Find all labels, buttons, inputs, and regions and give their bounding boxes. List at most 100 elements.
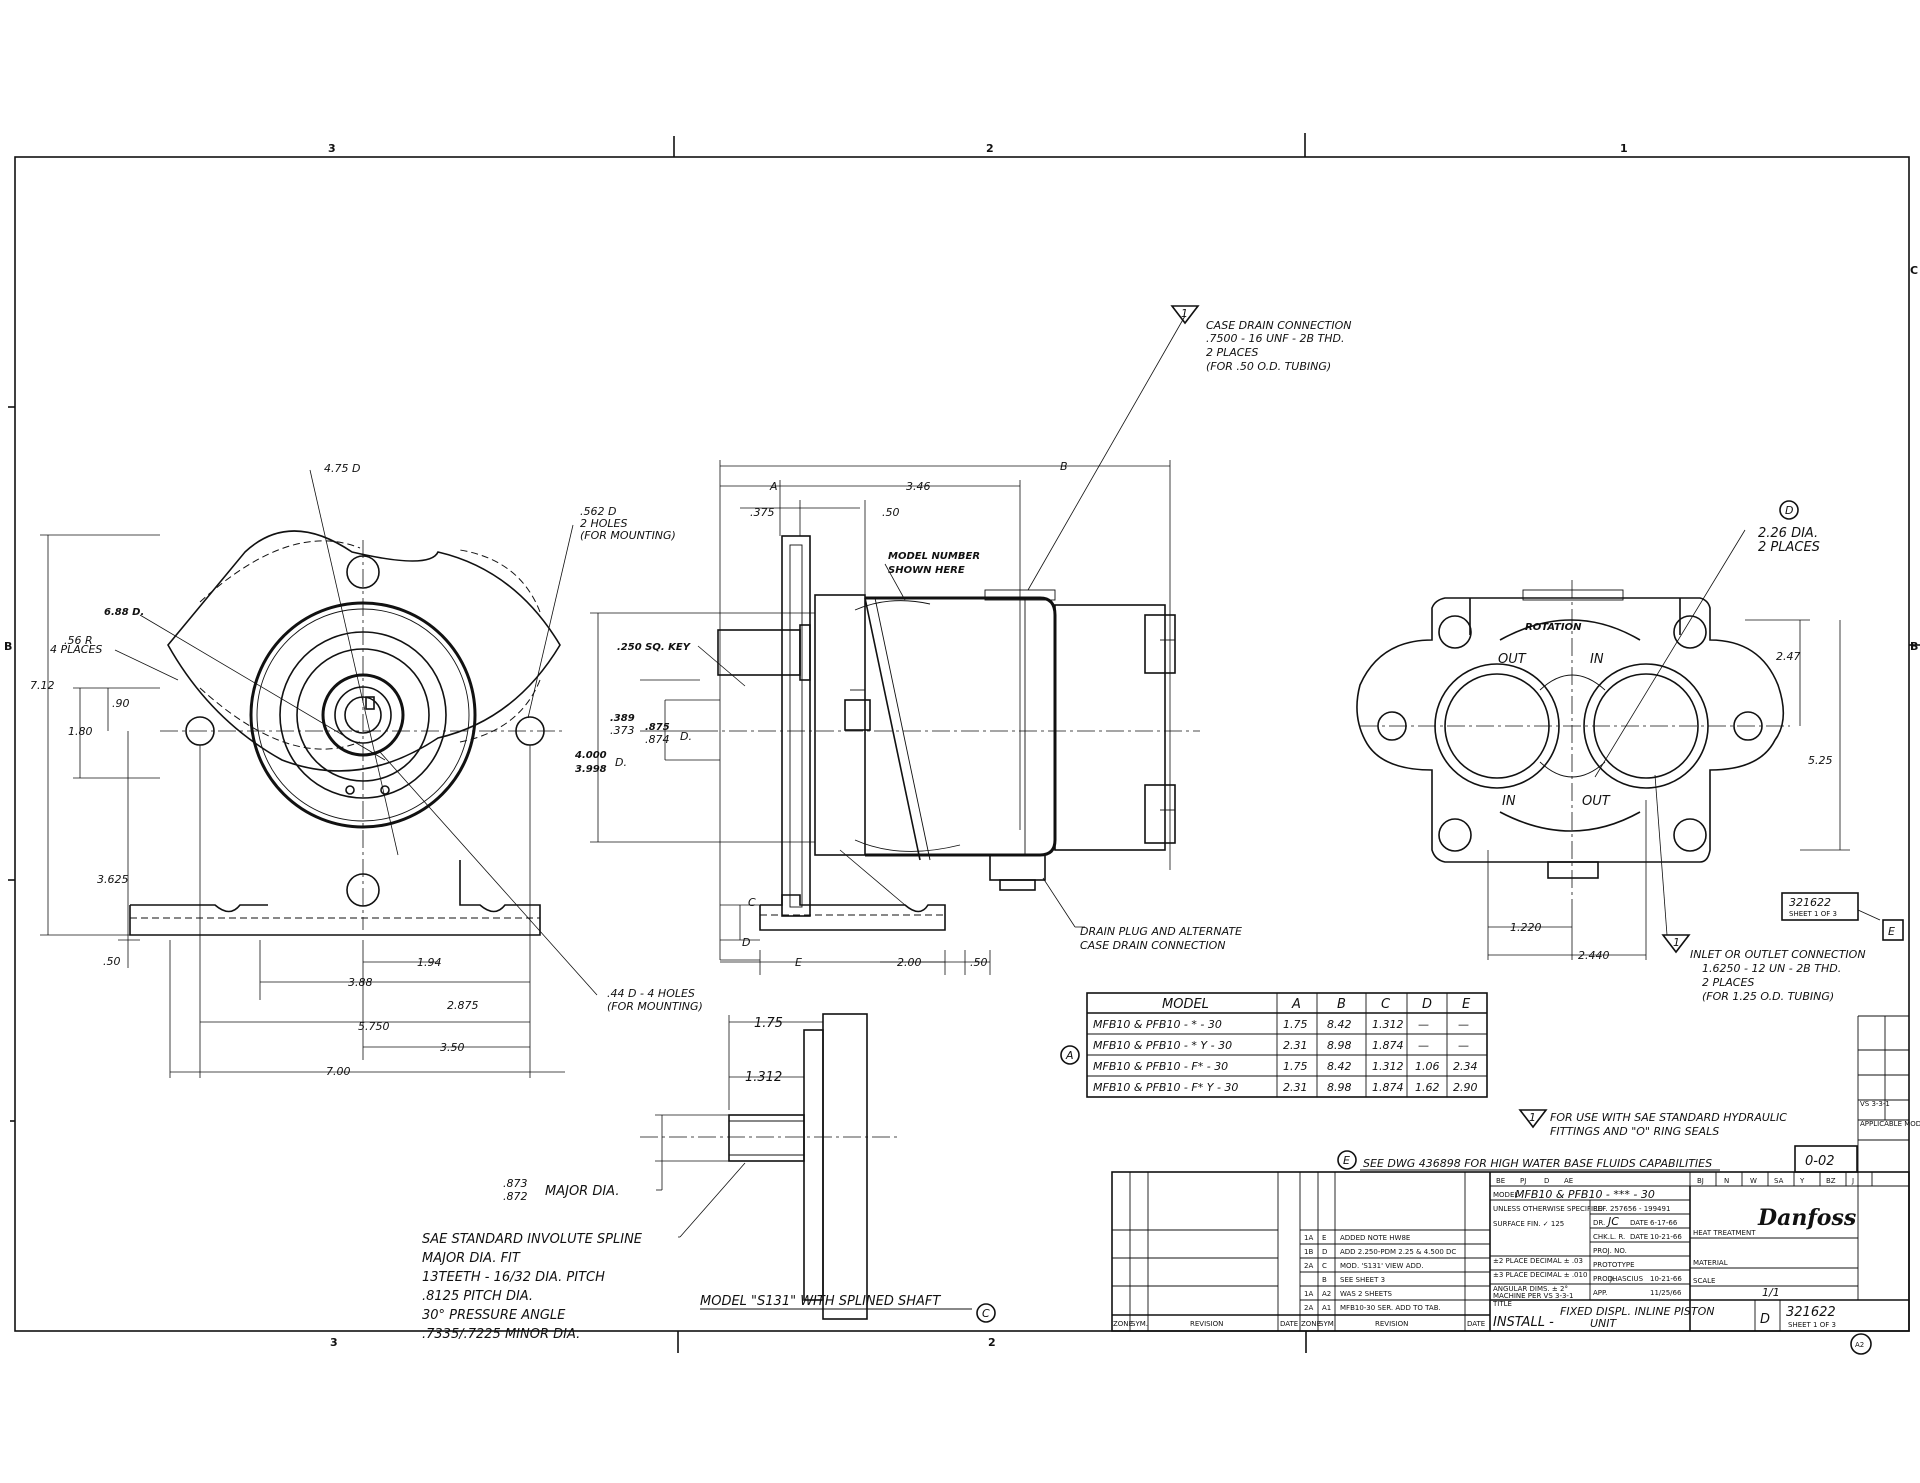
drawing-number: 321622: [1786, 1305, 1836, 1320]
rev-2-zone: 2A: [1304, 1262, 1313, 1270]
port-view: [1356, 580, 1790, 900]
case-drain-1: CASE DRAIN CONNECTION: [1206, 319, 1352, 332]
rev-1-zone: 1B: [1304, 1248, 1313, 1256]
rev-header-sym-2: SYM.: [1319, 1320, 1336, 1328]
table-cell-r2-c: 1.312: [1372, 1060, 1404, 1073]
model-label: MODEL: [1493, 1191, 1518, 1199]
table-cell-r0-d: —: [1418, 1018, 1429, 1031]
table-cell-r1-c: 1.874: [1372, 1039, 1404, 1052]
dim-a-side: A: [769, 480, 778, 493]
heat-treatment: HEAT TREATMENT: [1693, 1229, 1756, 1237]
dim-2-875: 2.875: [447, 999, 479, 1012]
model-number-1: MODEL NUMBER: [888, 551, 980, 562]
tol-3: ANGULAR DIMS. ± 2°: [1493, 1285, 1568, 1293]
dim-2-00: 2.00: [897, 956, 922, 969]
letter-3: AE: [1564, 1177, 1573, 1185]
dim-3-46: 3.46: [906, 480, 931, 493]
table-cell-r1-a: 2.31: [1283, 1039, 1308, 1052]
rev-header-date-1: DATE: [1280, 1320, 1298, 1328]
dr-date: 6-17-66: [1650, 1219, 1678, 1227]
chk-value: L. R.: [1610, 1233, 1625, 1241]
port-dia-1: 2.26 DIA.: [1758, 526, 1818, 541]
dim-7-00: 7.00: [326, 1065, 351, 1078]
note-d-circle: [1779, 500, 1799, 520]
rev-4-zone: 1A: [1304, 1290, 1313, 1298]
table-cell-r0-c: 1.312: [1372, 1018, 1404, 1031]
note-1-triangle: [1518, 1109, 1548, 1129]
major-dia-label: MAJOR DIA.: [545, 1184, 619, 1199]
front-view: [129, 530, 565, 936]
rev-5-sym: A1: [1322, 1304, 1331, 1312]
dim-3-88: 3.88: [348, 976, 373, 989]
title-main: INSTALL -: [1493, 1315, 1554, 1330]
note-a-flag: A: [1065, 1049, 1074, 1062]
spline-spec-4: 30° PRESSURE ANGLE: [422, 1308, 566, 1323]
spline-view: [640, 1013, 900, 1320]
model-number-2: SHOWN HERE: [888, 565, 965, 576]
table-cell-r0-model: MFB10 & PFB10 - * - 30: [1093, 1018, 1222, 1031]
spline-caption: MODEL "S131" WITH SPLINED SHAFT: [700, 1294, 941, 1309]
table-cell-r1-b: 8.98: [1327, 1039, 1352, 1052]
side-applicable: APPLICABLE MODEL: [1860, 1120, 1920, 1128]
sheet-border: [8, 133, 1920, 1353]
case-drain-2: .7500 - 16 UNF - 2B THD.: [1206, 332, 1345, 345]
letter-1: PJ: [1520, 1177, 1526, 1185]
app-label: APP.: [1593, 1289, 1607, 1297]
dim-50b: .50: [970, 956, 988, 969]
scale-value: 1/1: [1762, 1286, 1780, 1299]
dim-90: .90: [112, 697, 130, 710]
dim-7-12: 7.12: [30, 679, 55, 692]
dim-3-50: 3.50: [440, 1041, 465, 1054]
table-cell-r3-model: MFB10 & PFB10 - F* Y - 30: [1093, 1081, 1238, 1094]
rev-3-sym: B: [1322, 1276, 1327, 1284]
table-cell-r3-b: 8.98: [1327, 1081, 1352, 1094]
port-view-dimensions: [1487, 529, 1850, 960]
letter-0: BE: [1496, 1177, 1505, 1185]
dim-2-440: 2.440: [1578, 949, 1610, 962]
letter-10: J: [1851, 1177, 1854, 1185]
dim-373: .373: [610, 724, 635, 737]
case-drain-3: 2 PLACES: [1206, 346, 1258, 359]
unless-text: UNLESS OTHERWISE SPECIFIED: [1493, 1205, 1603, 1213]
table-header-a: A: [1291, 997, 1301, 1012]
zone-bottom-2: 2: [988, 1336, 996, 1349]
dim-3-998: 3.998: [575, 764, 607, 775]
table-cell-r1-e: —: [1458, 1039, 1469, 1052]
corner-flag-circle: [1850, 1333, 1872, 1355]
letter-5: N: [1724, 1177, 1729, 1185]
rev-header-date-2: DATE: [1467, 1320, 1485, 1328]
table-header-model: MODEL: [1162, 997, 1209, 1012]
rev-2-sym: C: [1322, 1262, 1327, 1270]
dim-375: .375: [750, 506, 775, 519]
rev-0-zone: 1A: [1304, 1234, 1313, 1242]
scale-label: SCALE: [1693, 1277, 1715, 1285]
sheet-tag: [1781, 892, 1904, 941]
holes-44-use: (FOR MOUNTING): [607, 1000, 703, 1013]
ref-label: REF.: [1593, 1205, 1607, 1213]
table-cell-r3-c: 1.874: [1372, 1081, 1404, 1094]
port-dia-2: 2 PLACES: [1758, 540, 1820, 555]
drain-plug-2: CASE DRAIN CONNECTION: [1080, 939, 1226, 952]
letter-9: BZ: [1826, 1177, 1836, 1185]
side-view-dimensions: [590, 315, 1186, 975]
note-1-flag-inlet: 1: [1673, 936, 1680, 949]
dim-6-88: 6.88 D.: [104, 607, 144, 618]
chk-date: 10-21-66: [1650, 1233, 1682, 1241]
dim-4-000: 4.000: [574, 750, 607, 761]
rev-header-sym-1: SYM.: [1131, 1320, 1148, 1328]
dim-2-47: 2.47: [1776, 650, 1801, 663]
title-sub-2: UNIT: [1590, 1317, 1618, 1330]
port-in-2: IN: [1502, 794, 1516, 809]
material-label: MATERIAL: [1693, 1259, 1728, 1267]
table-cell-r0-e: —: [1458, 1018, 1469, 1031]
letter-8: Y: [1799, 1177, 1805, 1185]
zone-right-c: C: [1910, 264, 1918, 277]
dim-1-94: 1.94: [417, 956, 442, 969]
spline-spec-2: 13TEETH - 16/32 DIA. PITCH: [422, 1270, 605, 1285]
model-table: [1086, 992, 1488, 1098]
dim-1-75: 1.75: [754, 1016, 783, 1031]
table-cell-r2-b: 8.42: [1327, 1060, 1352, 1073]
dim-389: .389: [610, 713, 635, 724]
rev-5-zone: 2A: [1304, 1304, 1313, 1312]
